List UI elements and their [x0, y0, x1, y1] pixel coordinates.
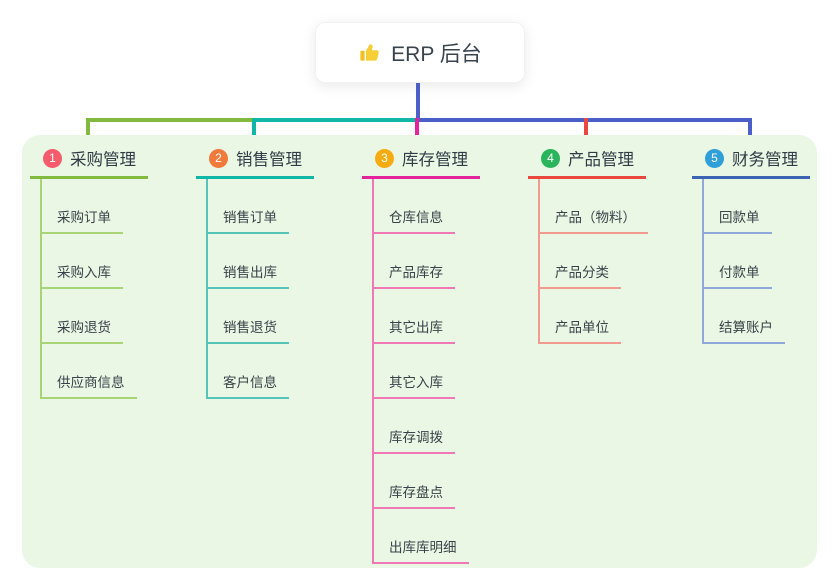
branch-node-inventory[interactable]: 3 库存管理	[362, 146, 480, 179]
connector-drop-branch4	[584, 118, 588, 146]
connector-drop-branch3	[415, 118, 419, 146]
child-row: 采购订单	[40, 179, 148, 234]
node-item[interactable]: 产品（物料）	[538, 206, 648, 234]
child-row: 仓库信息	[372, 179, 480, 234]
branch-children: 采购订单 采购入库 采购退货 供应商信息	[40, 179, 148, 399]
node-item[interactable]: 采购退货	[40, 316, 123, 344]
child-row: 库存盘点	[372, 454, 480, 509]
node-item[interactable]: 付款单	[702, 261, 772, 289]
branches-panel	[22, 135, 817, 568]
branch-column-sales: 2 销售管理 销售订单 销售出库 销售退货 客户信息	[196, 146, 314, 399]
branch-number-badge: 2	[209, 148, 228, 168]
branch-column-inventory: 3 库存管理 仓库信息 产品库存 其它出库 其它入库 库存调拨 库存盘点 出库库…	[362, 146, 480, 564]
child-row: 产品分类	[538, 234, 648, 289]
node-item[interactable]: 客户信息	[206, 371, 289, 399]
connector-drop-branch2	[252, 118, 256, 146]
branch-number-badge: 5	[705, 148, 724, 168]
branch-label: 销售管理	[236, 151, 302, 169]
node-item[interactable]: 产品库存	[372, 261, 455, 289]
node-item[interactable]: 产品分类	[538, 261, 621, 289]
branch-number-badge: 4	[541, 148, 560, 168]
node-item[interactable]: 其它入库	[372, 371, 455, 399]
node-item[interactable]: 产品单位	[538, 316, 621, 344]
root-node[interactable]: ERP 后台	[315, 22, 525, 83]
child-row: 采购入库	[40, 234, 148, 289]
branch-number-badge: 1	[43, 148, 62, 168]
branch-node-product[interactable]: 4 产品管理	[528, 146, 646, 179]
child-row: 回款单	[702, 179, 810, 234]
child-row: 销售订单	[206, 179, 314, 234]
node-item[interactable]: 销售退货	[206, 316, 289, 344]
root-title: ERP 后台	[391, 42, 482, 66]
node-item[interactable]: 采购订单	[40, 206, 123, 234]
node-item[interactable]: 回款单	[702, 206, 772, 234]
node-item[interactable]: 采购入库	[40, 261, 123, 289]
node-item[interactable]: 库存调拨	[372, 426, 455, 454]
branch-label: 财务管理	[732, 151, 798, 169]
branch-node-sales[interactable]: 2 销售管理	[196, 146, 314, 179]
connector-root-drop	[416, 83, 420, 122]
node-item[interactable]: 库存盘点	[372, 481, 455, 509]
branch-children: 销售订单 销售出库 销售退货 客户信息	[206, 179, 314, 399]
branch-children: 回款单 付款单 结算账户	[702, 179, 810, 344]
node-item[interactable]: 仓库信息	[372, 206, 455, 234]
branch-number-badge: 3	[375, 148, 394, 168]
connector-drop-branch5	[748, 118, 752, 146]
branch-children: 产品（物料） 产品分类 产品单位	[538, 179, 648, 344]
connector-drop-branch1	[86, 118, 90, 146]
child-row: 产品（物料）	[538, 179, 648, 234]
node-item[interactable]: 结算账户	[702, 316, 785, 344]
branch-label: 产品管理	[568, 151, 634, 169]
child-row: 出库库明细	[372, 509, 480, 564]
child-row: 其它入库	[372, 344, 480, 399]
branch-label: 采购管理	[70, 151, 136, 169]
child-row: 供应商信息	[40, 344, 148, 399]
branch-column-purchase: 1 采购管理 采购订单 采购入库 采购退货 供应商信息	[30, 146, 148, 399]
child-row: 客户信息	[206, 344, 314, 399]
branch-node-finance[interactable]: 5 财务管理	[692, 146, 810, 179]
branch-column-finance: 5 财务管理 回款单 付款单 结算账户	[692, 146, 810, 344]
branch-children: 仓库信息 产品库存 其它出库 其它入库 库存调拨 库存盘点 出库库明细	[372, 179, 480, 564]
thumbs-up-icon	[358, 41, 381, 64]
branch-node-purchase[interactable]: 1 采购管理	[30, 146, 148, 179]
child-row: 产品单位	[538, 289, 648, 344]
connector-trunk-left	[86, 118, 256, 122]
child-row: 其它出库	[372, 289, 480, 344]
child-row: 结算账户	[702, 289, 810, 344]
node-item[interactable]: 销售出库	[206, 261, 289, 289]
child-row: 销售出库	[206, 234, 314, 289]
node-item[interactable]: 销售订单	[206, 206, 289, 234]
connector-trunk-mid	[252, 118, 418, 122]
child-row: 付款单	[702, 234, 810, 289]
branch-label: 库存管理	[402, 151, 468, 169]
node-item[interactable]: 出库库明细	[372, 536, 469, 564]
child-row: 销售退货	[206, 289, 314, 344]
node-item[interactable]: 其它出库	[372, 316, 455, 344]
child-row: 库存调拨	[372, 399, 480, 454]
child-row: 产品库存	[372, 234, 480, 289]
branch-column-product: 4 产品管理 产品（物料） 产品分类 产品单位	[528, 146, 648, 344]
node-item[interactable]: 供应商信息	[40, 371, 137, 399]
child-row: 采购退货	[40, 289, 148, 344]
